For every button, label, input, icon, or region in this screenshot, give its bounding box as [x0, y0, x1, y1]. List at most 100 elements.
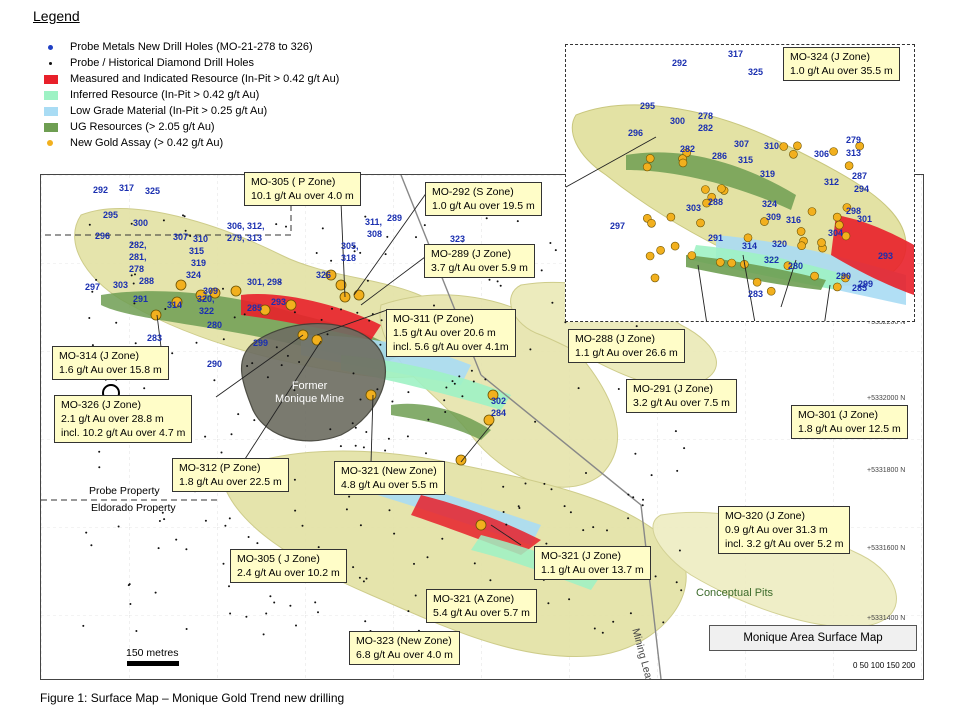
historical-drill-hole — [135, 630, 138, 632]
historical-drill-hole — [365, 431, 368, 433]
callout-mo-312-p[interactable]: MO-312 (P Zone)1.8 g/t Au over 22.5 m — [172, 458, 289, 492]
callout-mo-305-j[interactable]: MO-305 ( J Zone)2.4 g/t Au over 10.2 m — [230, 549, 347, 583]
drill-hole-label: 325 — [145, 186, 161, 196]
callout-mo-291-j[interactable]: MO-291 (J Zone)3.2 g/t Au over 7.5 m — [626, 379, 737, 413]
historical-drill-hole — [470, 369, 473, 372]
callout-title: MO-321 (New Zone) — [341, 465, 437, 477]
historical-drill-hole — [222, 338, 225, 341]
historical-drill-hole — [391, 400, 394, 403]
inset-drill-hole-label: 290 — [836, 271, 852, 281]
callout-mo-305-p[interactable]: MO-305 ( P Zone)10.1 g/t Au over 4.0 m — [244, 172, 361, 206]
drill-hole-label: 288 — [139, 276, 155, 286]
callout-value: 1.1 g/t Au over 13.7 m — [541, 564, 644, 576]
historical-drill-hole — [563, 505, 566, 508]
map-title-box: Monique Area Surface Map — [709, 625, 917, 651]
gold-assay-point — [365, 389, 377, 401]
inset-drill-hole-label: 283 — [748, 289, 764, 299]
callout-value: 5.4 g/t Au over 5.7 m — [433, 607, 530, 619]
callout-title: MO-305 ( P Zone) — [251, 176, 336, 188]
legend-label: Probe / Historical Diamond Drill Holes — [70, 57, 255, 69]
inset-gold-assay-point — [678, 158, 688, 168]
historical-drill-hole — [632, 496, 635, 499]
leader-line — [244, 340, 322, 460]
legend-label: Measured and Indicated Resource (In-Pit … — [70, 73, 340, 85]
inset-canvas — [566, 104, 914, 321]
historical-drill-hole — [568, 598, 571, 601]
callout-mo-314-j[interactable]: MO-314 (J Zone)1.6 g/t Au over 15.8 m — [52, 346, 169, 380]
historical-drill-hole — [407, 610, 410, 613]
inset-drill-hole-label: 287 — [852, 171, 868, 181]
callout-mo-292-s[interactable]: MO-292 (S Zone)1.0 g/t Au over 19.5 m — [425, 182, 542, 216]
northing-label: +5331400 N — [867, 615, 906, 622]
inset-drill-hole-label: 282 — [680, 144, 696, 154]
inset-drill-hole-label: 294 — [854, 184, 870, 194]
historical-drill-hole — [612, 620, 615, 623]
inset-drill-hole-label: 293 — [878, 251, 894, 261]
inset-gold-assay-point — [789, 150, 798, 159]
historical-drill-hole — [98, 466, 101, 469]
historical-drill-hole — [275, 223, 278, 226]
historical-drill-hole — [88, 223, 91, 226]
inset-leader-line — [566, 136, 657, 188]
green-box-icon — [44, 122, 58, 132]
callout-mo-288-j[interactable]: MO-288 (J Zone)1.1 g/t Au over 26.6 m — [568, 329, 685, 363]
historical-drill-hole — [164, 308, 167, 310]
drill-hole-label: 300 — [133, 218, 149, 228]
historical-drill-hole — [228, 585, 230, 588]
inset-drill-hole-label: 278 — [698, 111, 714, 121]
drill-hole-label: 324 — [186, 270, 202, 280]
historical-drill-hole — [317, 546, 320, 549]
historical-drill-hole — [285, 225, 287, 228]
legend-item-black-dot: Probe / Historical Diamond Drill Holes — [44, 56, 254, 70]
historical-drill-hole — [358, 576, 361, 579]
callout-mo-321-new[interactable]: MO-321 (New Zone) 4.8 g/t Au over 5.5 m — [334, 461, 445, 495]
gold-assay-point — [285, 299, 297, 311]
callout-mo-321-a[interactable]: MO-321 (A Zone)5.4 g/t Au over 5.7 m — [426, 589, 537, 623]
inset-gold-assay-point — [810, 271, 819, 281]
inset-gold-assay-point — [656, 246, 665, 255]
historical-drill-hole — [314, 601, 317, 604]
historical-drill-hole — [499, 284, 502, 287]
inset-gold-assay-point — [807, 207, 817, 216]
historical-drill-hole — [674, 430, 677, 433]
drill-hole-label: 323 — [450, 234, 466, 244]
historical-drill-hole — [130, 222, 133, 225]
historical-drill-hole — [91, 290, 94, 293]
historical-drill-hole — [279, 280, 281, 283]
historical-drill-hole — [569, 511, 572, 514]
drill-hole-label: 281, — [129, 252, 147, 262]
historical-drill-hole — [426, 556, 429, 559]
scale-bar — [127, 661, 179, 666]
inset-gold-assay-point — [783, 261, 793, 270]
callout-title: MO-289 (J Zone) — [431, 248, 511, 260]
historical-drill-hole — [330, 259, 333, 262]
historical-drill-hole — [345, 508, 348, 511]
inset-gold-assay-point — [841, 273, 850, 283]
inset-drill-hole-label: 322 — [764, 255, 780, 265]
callout-mo-301-j[interactable]: MO-301 (J Zone)1.8 g/t Au over 12.5 m — [791, 405, 908, 439]
callout-mo-323-new[interactable]: MO-323 (New Zone)6.8 g/t Au over 4.0 m — [349, 631, 460, 665]
callout-value: 4.8 g/t Au over 5.5 m — [341, 479, 438, 491]
leader-line — [370, 394, 374, 464]
callout-value: 1.8 g/t Au over 12.5 m — [798, 423, 901, 435]
inset-gold-assay-point — [760, 217, 769, 226]
callout-mo-324-j[interactable]: MO-324 (J Zone)1.0 g/t Au over 35.5 m — [783, 47, 900, 81]
leader-line — [340, 201, 346, 298]
inset-gold-assay-point — [832, 212, 842, 222]
callout-mo-321-j[interactable]: MO-321 (J Zone)1.1 g/t Au over 13.7 m — [534, 546, 651, 580]
historical-drill-hole — [485, 217, 488, 220]
historical-drill-hole — [154, 591, 157, 594]
drill-hole-label: 305, — [341, 241, 359, 251]
historical-drill-hole — [293, 311, 296, 314]
eldorado-property-label: Eldorado Property — [91, 502, 176, 514]
historical-drill-hole — [157, 547, 160, 550]
historical-drill-hole — [683, 447, 686, 450]
historical-drill-hole — [354, 426, 357, 429]
historical-drill-hole — [433, 304, 435, 307]
callout-mo-289-j[interactable]: MO-289 (J Zone)3.7 g/t Au over 5.9 m — [424, 244, 535, 278]
inset-drill-hole-label: 309 — [766, 212, 782, 222]
